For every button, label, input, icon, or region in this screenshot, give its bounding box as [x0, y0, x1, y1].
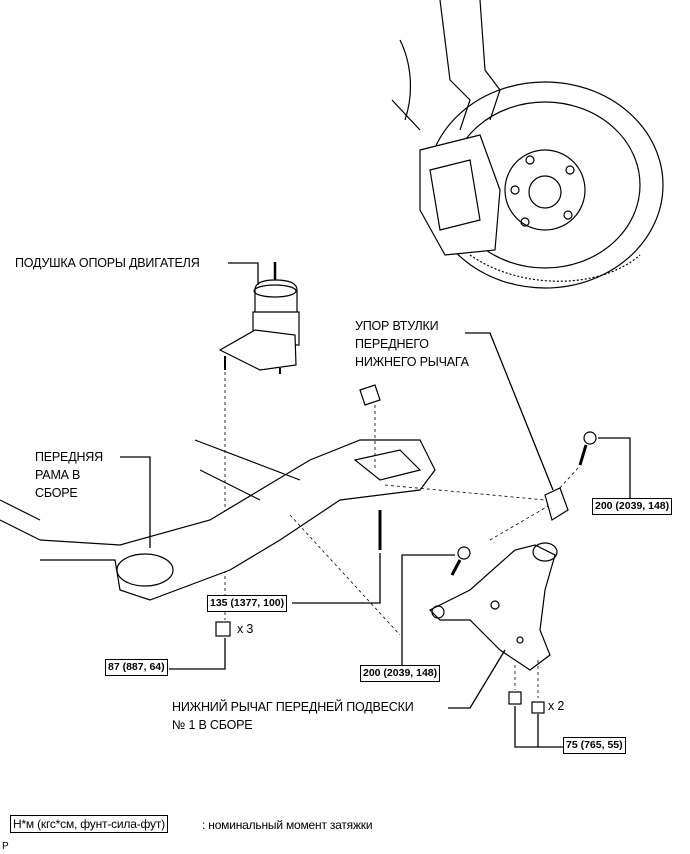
torque-frame-bolt: 135 (1377, 100): [207, 595, 288, 612]
front-frame-label-1: ПЕРЕДНЯЯ: [35, 450, 103, 464]
torque-arm-bolt: 200 (2039, 148): [360, 665, 441, 682]
stopper-part: [544, 431, 597, 521]
torque-stopper-bolt: 200 (2039, 148): [592, 498, 673, 515]
torque-arm-lower: 75 (765, 55): [563, 737, 626, 754]
corner-mark: P: [2, 841, 9, 852]
legend-unit-box: Н*м (кгс*см, фунт-сила-фут): [10, 815, 168, 833]
front-frame-label-3: СБОРЕ: [35, 486, 78, 500]
nut-part: [215, 621, 231, 637]
front-frame-part: [0, 384, 551, 636]
qty-x2-label: x 2: [548, 699, 565, 713]
qty-x3-label: x 3: [237, 622, 254, 636]
bushing-stopper-label-3: НИЖНЕГО РЫЧАГА: [355, 355, 469, 369]
torque-mount-nut: 87 (887, 64): [105, 659, 168, 676]
lower-arm-part: [428, 542, 558, 714]
front-frame-label-2: РАМА В: [35, 468, 81, 482]
bushing-stopper-label-2: ПЕРЕДНЕГО: [355, 337, 429, 351]
lower-arm-label-2: № 1 В СБОРЕ: [172, 718, 253, 732]
engine-mount-part: [218, 262, 300, 620]
legend-description: : номинальный момент затяжки: [202, 818, 373, 832]
lower-arm-label-1: НИЖНИЙ РЫЧАГ ПЕРЕДНЕЙ ПОДВЕСКИ: [172, 700, 414, 714]
bushing-stopper-label-1: УПОР ВТУЛКИ: [355, 319, 439, 333]
engine-mount-label: ПОДУШКА ОПОРЫ ДВИГАТЕЛЯ: [15, 256, 200, 270]
leader-lines: [120, 262, 631, 748]
brake-disc-assembly: [391, 0, 664, 289]
